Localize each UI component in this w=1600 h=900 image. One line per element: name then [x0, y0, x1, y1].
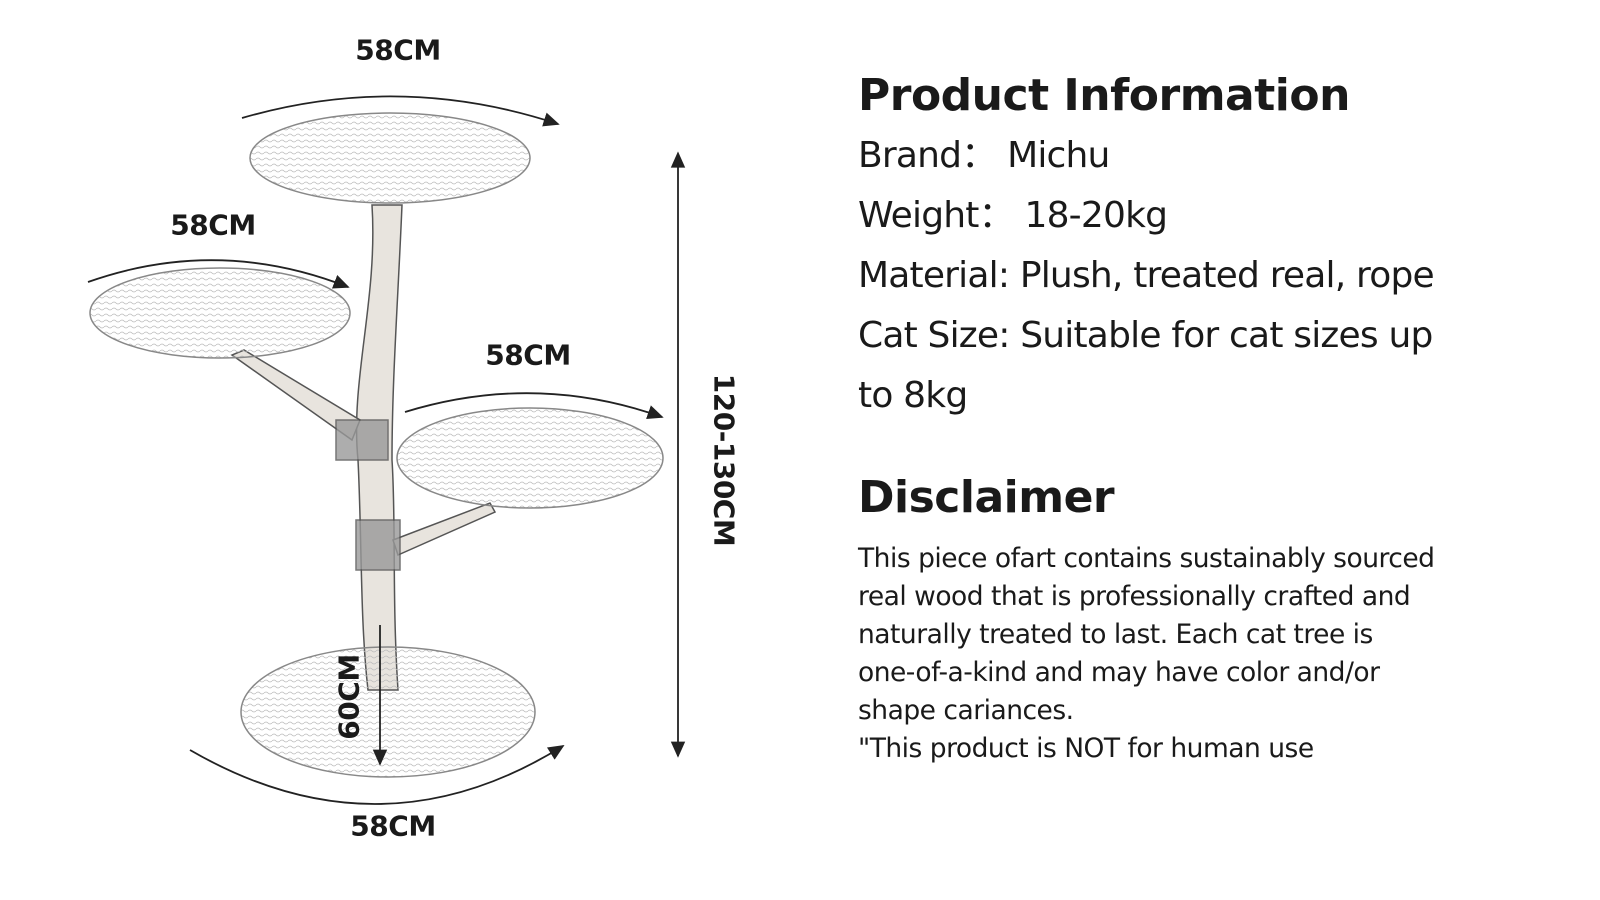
product-info-panel: Product Information Brand： Michu Weight：… — [858, 66, 1558, 768]
top-width-label: 58CM — [355, 33, 441, 67]
left-platform — [89, 267, 351, 359]
height-label: 120-130CM — [707, 373, 741, 547]
disclaimer-line: real wood that is professionally crafted… — [858, 581, 1411, 612]
disclaimer-text: This piece ofart contains sustainably so… — [858, 540, 1558, 768]
top-platform — [249, 112, 531, 204]
right-width-label: 58CM — [485, 338, 571, 372]
dimension-arrows — [87, 95, 686, 805]
base-platform — [240, 646, 536, 778]
product-info-title: Product Information — [858, 70, 1350, 121]
trunk — [230, 204, 497, 691]
base-width-label: 58CM — [350, 809, 436, 843]
disclaimer-line: "This product is NOT for human use — [858, 733, 1314, 764]
disclaimer-line: one-of-a-kind and may have color and/or — [858, 657, 1380, 688]
disclaimer-line: shape cariances. — [858, 695, 1074, 726]
spec-weight: Weight： 18-20kg — [858, 195, 1168, 236]
left-width-label: 58CM — [170, 208, 256, 242]
spec-material: Material: Plush, treated real, rope — [858, 255, 1435, 296]
spec-brand: Brand： Michu — [858, 135, 1110, 176]
disclaimer-line: This piece ofart contains sustainably so… — [858, 543, 1435, 574]
spec-cat-size: Cat Size: Suitable for cat sizes up — [858, 315, 1433, 356]
platforms — [89, 112, 664, 778]
spec-cat-size-cont: to 8kg — [858, 375, 968, 416]
cat-tree-sketch — [87, 95, 686, 805]
base-height-label: 60CM — [332, 654, 366, 740]
disclaimer-line: naturally treated to last. Each cat tree… — [858, 619, 1373, 650]
right-platform — [396, 407, 664, 509]
disclaimer-title: Disclaimer — [858, 472, 1115, 523]
